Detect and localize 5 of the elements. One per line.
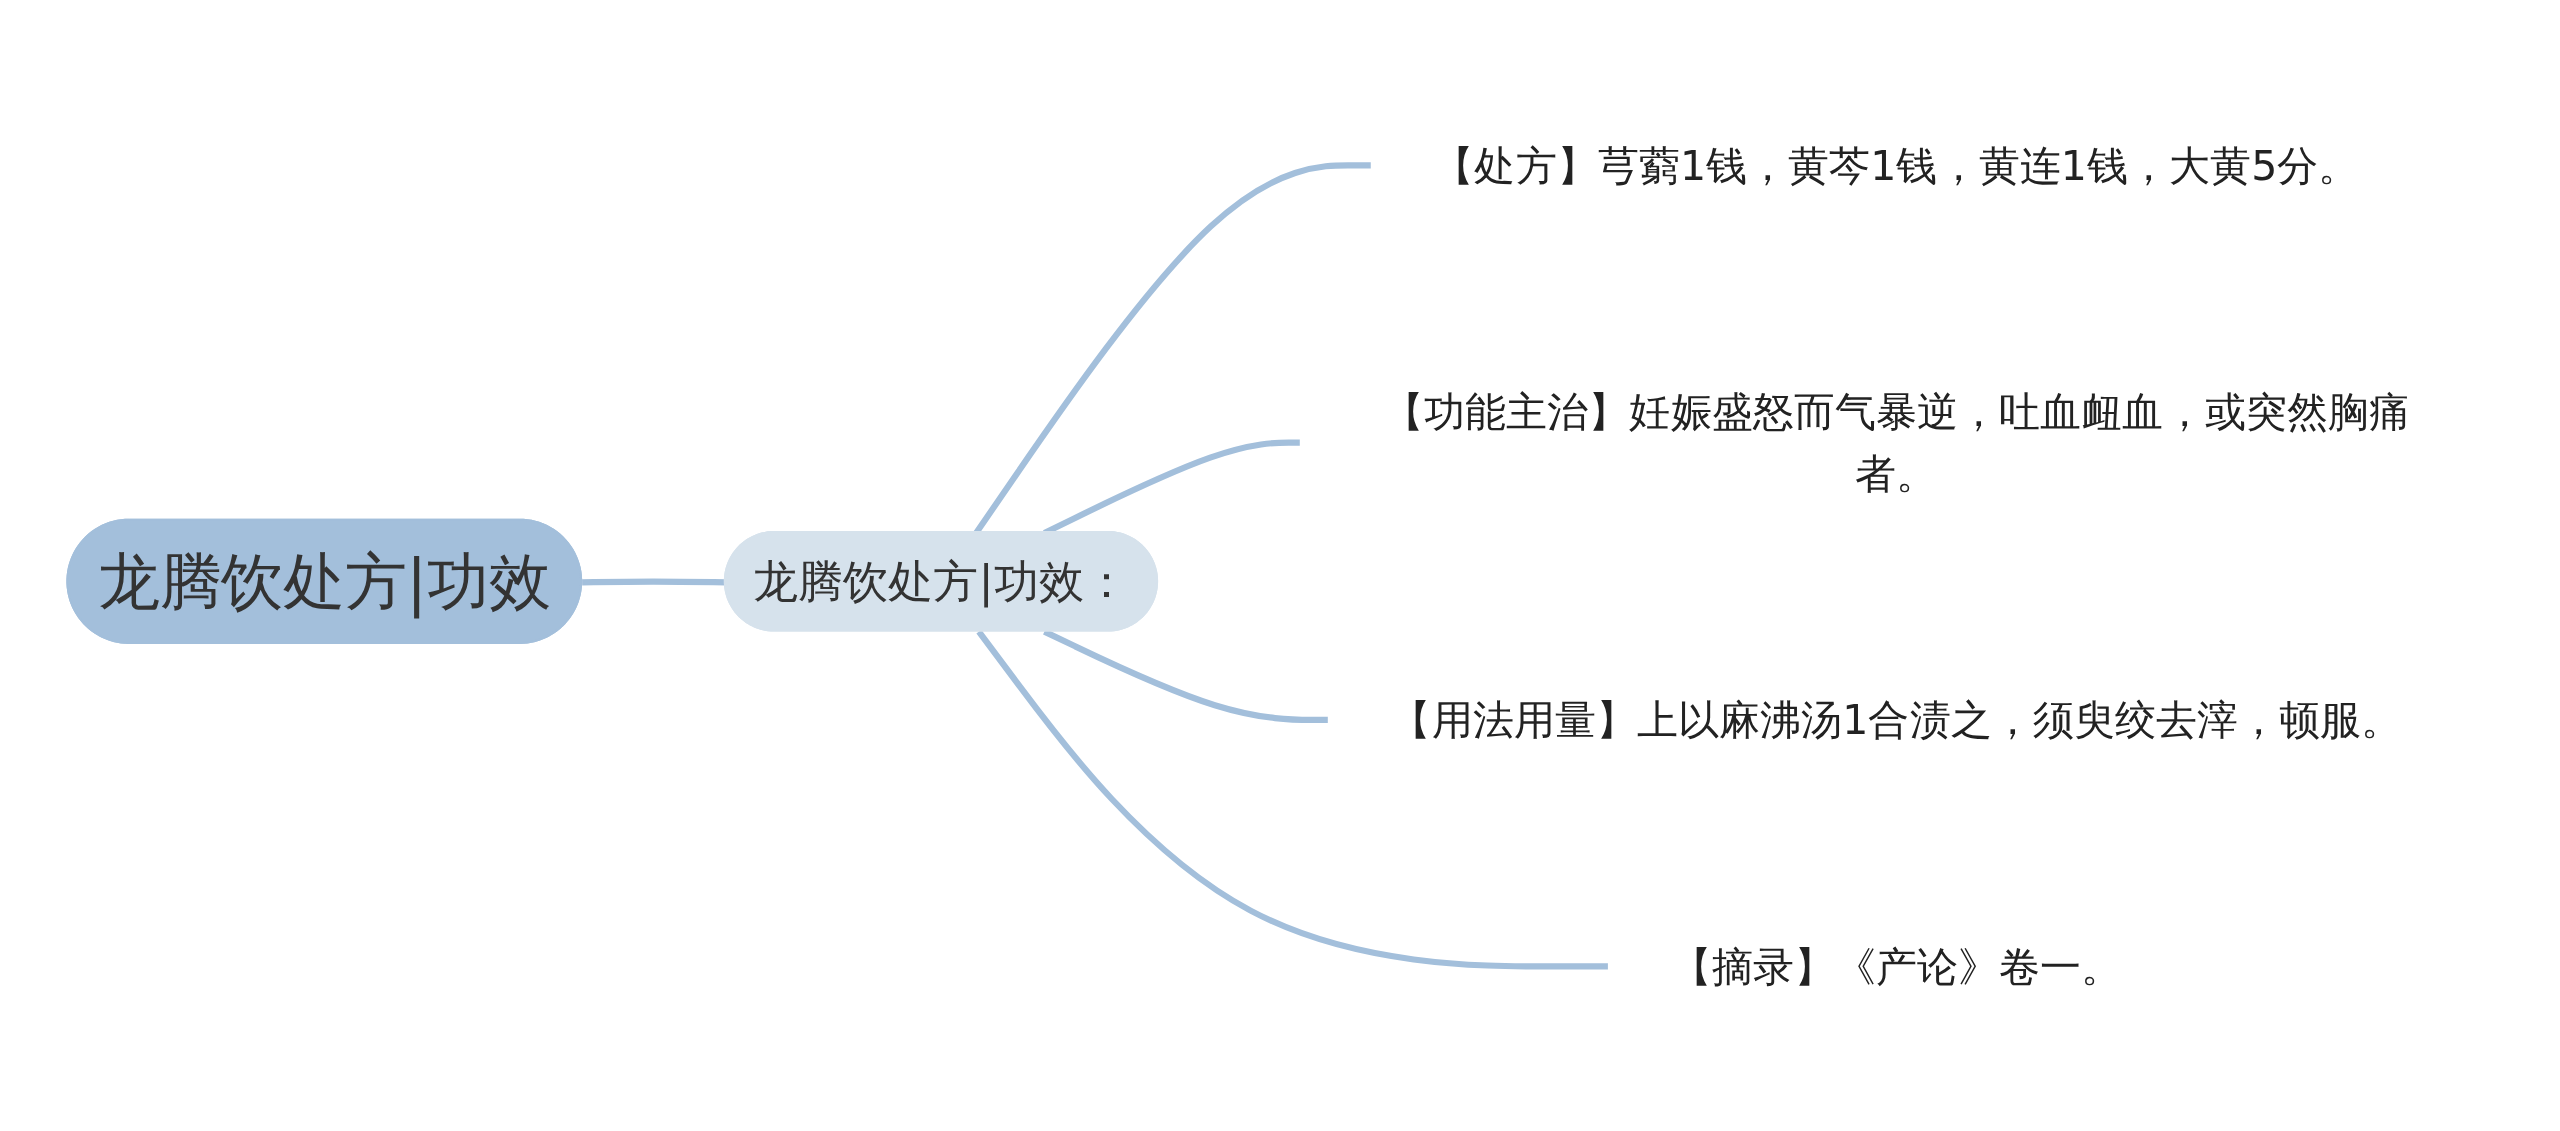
node-text: 【处方】芎藭1钱，黄芩1钱，黄连1钱，大黄5分。 bbox=[1433, 140, 2360, 190]
node-text: 【摘录】《产论》卷一。 bbox=[1670, 941, 2123, 991]
node-text: 【用法用量】上以麻沸汤1合渍之，须臾绞去滓，顿服。 bbox=[1390, 694, 2403, 745]
connector bbox=[976, 629, 1610, 970]
node-text: 【功能主治】妊娠盛怒而气暴逆，吐血衄血，或突然胸痛者。 bbox=[1383, 386, 2411, 498]
